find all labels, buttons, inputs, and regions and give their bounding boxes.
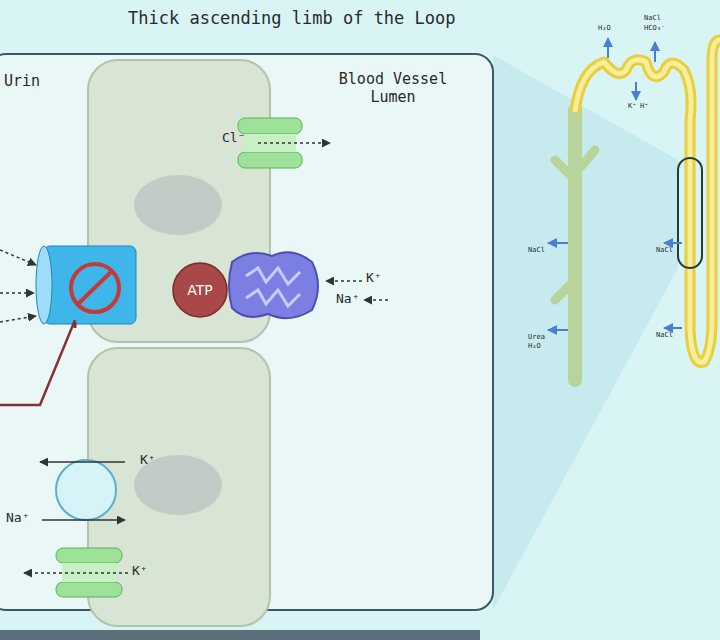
ion-flow-arrow xyxy=(364,299,388,301)
ion-flow-arrow xyxy=(0,316,36,322)
inhibition-symbol xyxy=(78,271,112,304)
ion-flow-arrow xyxy=(24,572,128,574)
ion-label: NaCl xyxy=(528,246,545,254)
sodium-potassium-pump xyxy=(229,252,318,318)
atp-circle: ATP xyxy=(172,262,228,318)
ion-label: NaCl xyxy=(656,331,673,339)
ion-label: NaCl xyxy=(644,14,661,22)
ion-label: K⁺ xyxy=(140,452,156,467)
ion-label: NaCl xyxy=(656,246,673,254)
ion-label: Cl⁻ xyxy=(222,130,245,145)
cotransporter-cylinder xyxy=(36,246,136,324)
ion-label: K⁺ xyxy=(132,563,148,578)
transport-arrow xyxy=(607,38,609,58)
collecting-duct xyxy=(555,150,595,300)
drug-leader xyxy=(74,322,77,328)
ion-label: H⁺ xyxy=(640,102,648,110)
node-text: ATP xyxy=(187,282,212,298)
antiporter xyxy=(56,460,116,520)
ion-flow-arrow xyxy=(0,250,36,265)
ion-label: Urea xyxy=(528,333,545,341)
ion-label: K⁺ xyxy=(628,102,636,110)
nephron-tubule xyxy=(575,40,720,362)
ion-label: K⁺ xyxy=(366,270,382,285)
region-label: Urin xyxy=(4,72,40,90)
ion-label: HCO₃⁻ xyxy=(644,24,665,32)
ion-flow-arrow xyxy=(258,142,330,144)
transport-arrow xyxy=(664,327,682,329)
zoom-wedge xyxy=(493,55,678,610)
collecting-duct xyxy=(568,110,582,380)
ion-label: H₂O xyxy=(598,24,611,32)
sodium-potassium-pump xyxy=(246,290,300,306)
transport-arrow xyxy=(635,82,637,100)
title: Thick ascending limb of the Loop xyxy=(128,8,456,28)
drug-leader xyxy=(0,320,75,405)
ion-flow-arrow xyxy=(42,519,125,521)
region-label: Blood Vessel Lumen xyxy=(318,70,468,106)
bottom-bar xyxy=(0,630,480,640)
transport-arrow xyxy=(548,329,568,331)
transport-arrow xyxy=(654,42,656,62)
transport-arrow xyxy=(548,242,568,244)
transport-arrow xyxy=(664,242,682,244)
ion-label: Na⁺ xyxy=(6,510,29,525)
sodium-potassium-pump xyxy=(246,268,300,284)
highlight-box xyxy=(678,158,702,268)
nephron-tubule xyxy=(575,40,720,362)
ion-flow-arrow xyxy=(326,280,362,282)
nucleus xyxy=(134,175,222,235)
inhibition-symbol xyxy=(71,264,119,312)
ion-flow-arrow xyxy=(0,292,34,294)
ion-label: Na⁺ xyxy=(336,291,359,306)
ion-label: H₂O xyxy=(528,342,541,350)
ion-flow-arrow xyxy=(40,461,125,463)
